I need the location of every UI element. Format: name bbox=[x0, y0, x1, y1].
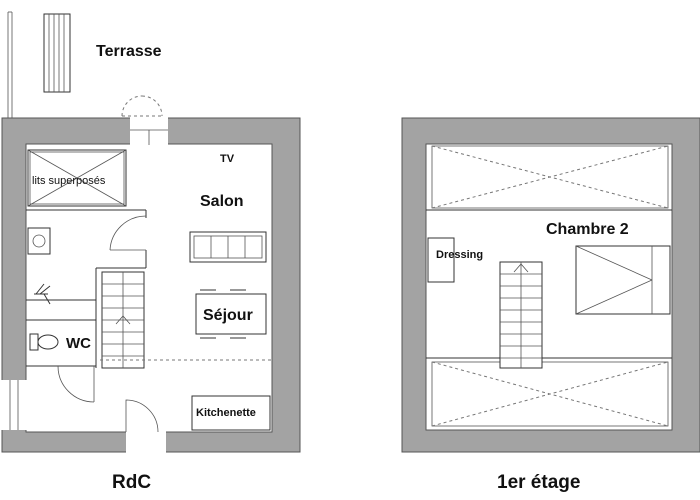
ground-floor-walls bbox=[1, 117, 301, 453]
salon-door-swing bbox=[109, 215, 147, 251]
lits-label: lits superposés bbox=[32, 175, 106, 187]
chambre2-label: Chambre 2 bbox=[546, 221, 629, 238]
terrace-fence bbox=[7, 11, 13, 118]
sofa bbox=[189, 231, 267, 263]
sejour-label: Séjour bbox=[203, 307, 253, 324]
top-void bbox=[426, 145, 672, 211]
bottom-void bbox=[426, 357, 672, 427]
rdc-label: RdC bbox=[112, 472, 151, 493]
salon-label: Salon bbox=[200, 193, 244, 210]
bottom-door-opening bbox=[126, 431, 166, 453]
kitchenette-counter bbox=[191, 395, 271, 431]
wc-door-swing bbox=[57, 365, 95, 403]
terrasse-label: Terrasse bbox=[96, 43, 162, 60]
interior-partitions bbox=[26, 209, 147, 368]
wc-label: WC bbox=[66, 335, 91, 352]
ground-floor-staircase bbox=[101, 271, 145, 369]
kitchenette-label: Kitchenette bbox=[196, 407, 256, 419]
shower-icon bbox=[34, 283, 51, 305]
etage-label: 1er étage bbox=[497, 472, 580, 493]
ground-floor: lits superposés bbox=[1, 117, 301, 493]
first-floor-walls bbox=[401, 117, 700, 453]
tv-label: TV bbox=[220, 153, 235, 165]
dining-table bbox=[195, 289, 267, 339]
bed bbox=[575, 245, 671, 315]
dressing-cabinet bbox=[427, 237, 455, 283]
first-floor: Dressing Chambre 2 1er étage bbox=[401, 117, 700, 493]
bunk-beds bbox=[27, 149, 127, 207]
toilet-icon bbox=[29, 333, 59, 351]
terrace-lounger bbox=[43, 13, 71, 93]
dressing-label: Dressing bbox=[436, 249, 483, 261]
first-floor-staircase bbox=[499, 261, 543, 369]
entrance-door-swing bbox=[121, 95, 163, 117]
terrace-area: Terrasse bbox=[7, 11, 163, 118]
sink bbox=[27, 227, 51, 255]
left-window-opening bbox=[1, 380, 27, 430]
